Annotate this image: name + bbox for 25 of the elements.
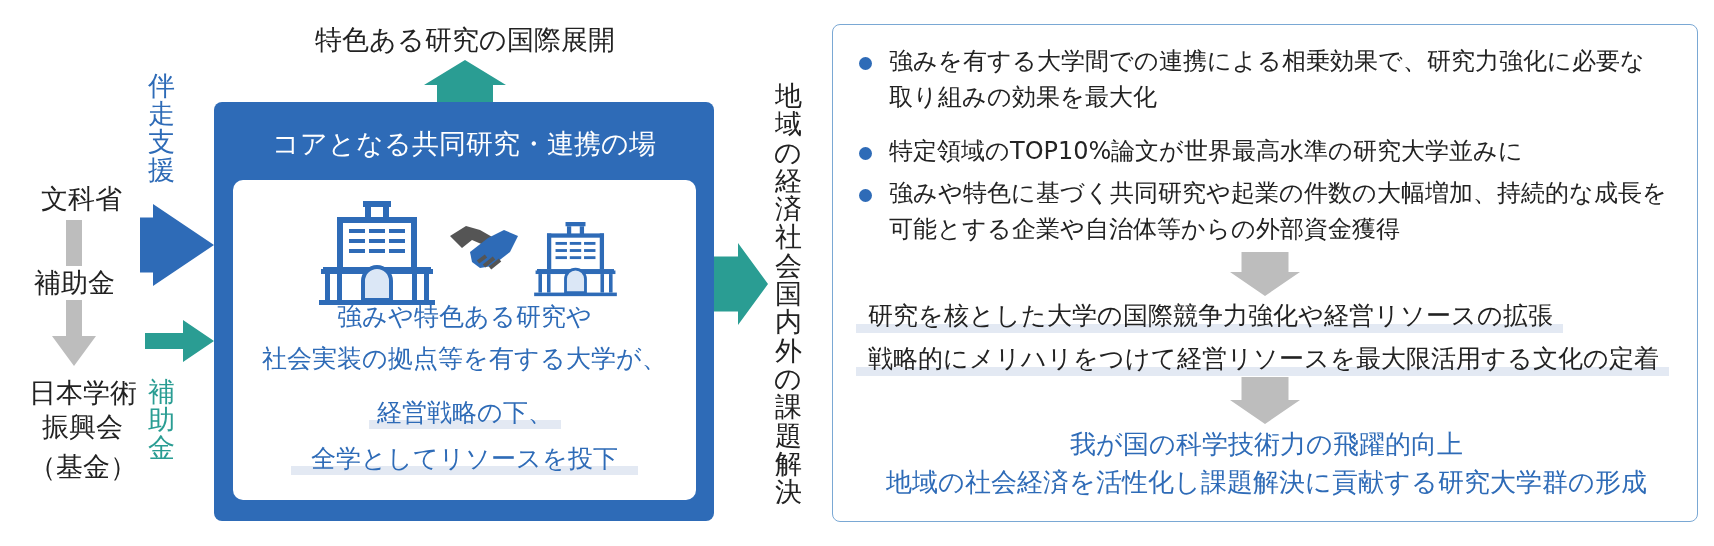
box-title: コアとなる共同研究・連携の場 bbox=[272, 127, 656, 161]
list-item: 強みを有する大学間での連携による相乗効果で、研究力強化に必要な取り組みの効果を最大化 bbox=[889, 46, 1646, 113]
edge-label: 補助金 bbox=[33, 266, 115, 300]
block-arrow bbox=[140, 204, 214, 286]
body-text: 社会実装の拠点等を有する大学が、 bbox=[261, 343, 668, 375]
vertical-text: 地域の経済社会国内外の課題解決 bbox=[773, 82, 803, 507]
block-arrow bbox=[1230, 252, 1300, 296]
block-arrow bbox=[424, 60, 506, 102]
block-arrow bbox=[145, 320, 214, 362]
agency-label: 日本学術振興会 bbox=[27, 376, 138, 444]
inner-panel bbox=[233, 180, 696, 500]
block-arrow bbox=[1230, 377, 1300, 424]
list-item: 特定領域のTOP10%論文が世界最高水準の研究大学並みに bbox=[889, 136, 1525, 167]
goal-text: 地域の社会経済を活性化し課題解決に貢献する研究大学群の形成 bbox=[885, 466, 1647, 499]
body-text: 強みや特色ある研究や bbox=[336, 301, 593, 333]
agency-label: （基金） bbox=[28, 450, 137, 484]
heading-text: 特色ある研究の国際展開 bbox=[315, 23, 615, 57]
edge-label: 伴走支援 bbox=[146, 72, 176, 184]
core-box bbox=[214, 102, 714, 521]
block-arrow bbox=[714, 243, 768, 325]
list-item: 強みや特色に基づく共同研究や起業の件数の大幅増加、持続的な成長を可能とする企業や自治体等からの外部資金獲得 bbox=[889, 178, 1668, 245]
agency-label: 文科省 bbox=[40, 182, 122, 216]
edge-label: 補助金 bbox=[146, 378, 176, 462]
goal-text: 我が国の科学技術力の飛躍的向上 bbox=[1069, 428, 1463, 461]
panel-box bbox=[832, 24, 1698, 522]
